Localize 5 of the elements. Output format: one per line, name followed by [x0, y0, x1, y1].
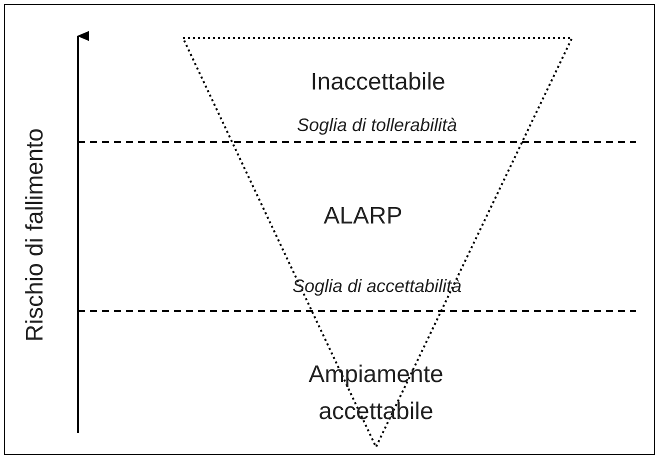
- zone-label: Inaccettabile: [310, 67, 446, 98]
- threshold-label: Soglia di tollerabilità: [296, 114, 458, 138]
- threshold-label: Soglia di accettabilità: [292, 275, 462, 298]
- zone-label: ALARP: [324, 201, 402, 232]
- axis-label: Rischio di fallimento: [20, 128, 50, 342]
